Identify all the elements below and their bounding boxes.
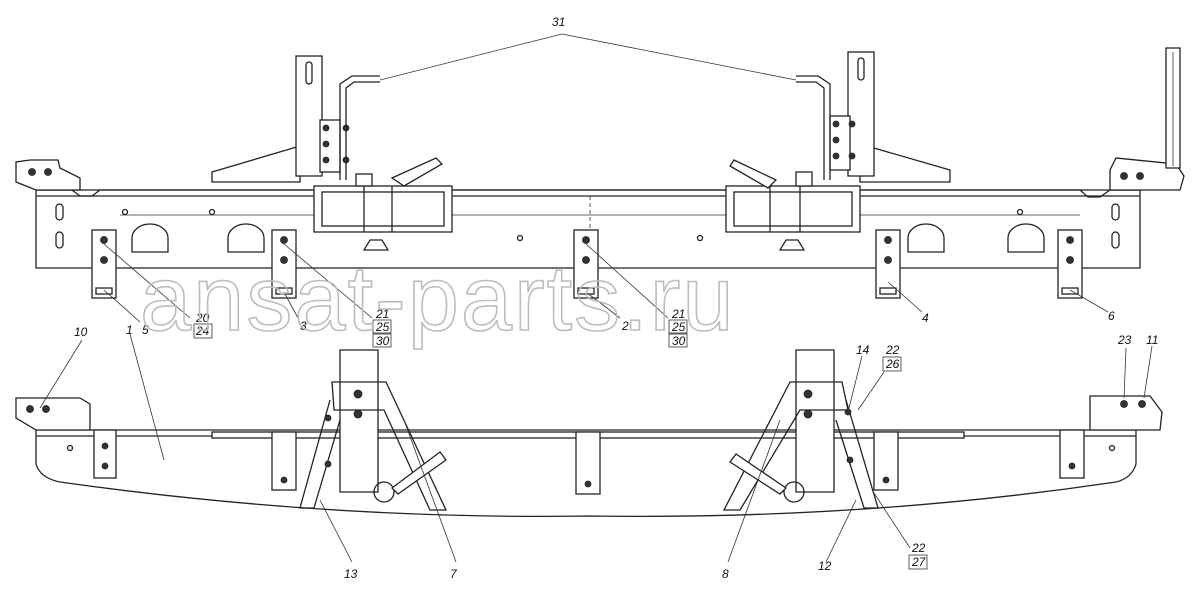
top-flange-rail [36, 189, 1140, 197]
callout-25b: 25 [671, 320, 686, 334]
beam-arch-cutouts [131, 223, 1045, 253]
bolt [44, 168, 52, 176]
callout-25a: 25 [375, 320, 390, 334]
left-column-assembly [299, 349, 448, 511]
callout-6: 6 [1108, 309, 1115, 323]
bottom-small-brackets [93, 429, 1085, 495]
bolt [28, 168, 36, 176]
top-assembly [15, 47, 1185, 299]
box-30a [372, 333, 392, 348]
bolt [1120, 172, 1128, 180]
callout-21a: 21 [375, 307, 389, 321]
callout-30a: 30 [376, 334, 390, 348]
bolt [1138, 400, 1146, 408]
callout-8: 8 [722, 567, 729, 581]
callout-11: 11 [1146, 333, 1158, 347]
callout-21b: 21 [671, 307, 685, 321]
callout-12: 12 [818, 559, 832, 573]
bolt [26, 405, 34, 413]
callout-1: 1 [126, 323, 133, 337]
right-column-assembly [722, 349, 879, 511]
callout-24: 24 [195, 324, 210, 338]
callout-10: 10 [74, 325, 88, 339]
callout-30b: 30 [672, 334, 686, 348]
callout-31: 31 [552, 15, 565, 29]
bolt [1136, 172, 1144, 180]
box-26 [882, 356, 902, 372]
callout-23: 23 [1117, 333, 1132, 347]
bottom-leader-lines [39, 333, 1153, 563]
callout-22a: 22 [885, 343, 900, 357]
top-callouts: 31 1 5 20 24 3 21 25 30 2 21 25 30 4 6 [126, 15, 1115, 348]
bottom-callouts: 10 14 22 26 23 11 13 7 8 12 22 27 [74, 325, 1158, 581]
hole [1108, 444, 1116, 452]
left-upright-assembly [211, 55, 453, 251]
left-end-block [15, 397, 91, 431]
bolt [1120, 400, 1128, 408]
hanging-brackets [91, 229, 1083, 299]
callout-4: 4 [922, 311, 929, 325]
callout-5: 5 [142, 323, 149, 337]
box-24 [193, 323, 213, 339]
callout-3: 3 [300, 319, 307, 333]
callout-26: 26 [885, 357, 900, 371]
callout-7: 7 [450, 567, 458, 581]
callout-13: 13 [344, 567, 358, 581]
callout-27: 27 [911, 555, 927, 569]
bottom-assembly [15, 349, 1163, 518]
box-30b [668, 333, 688, 348]
hole [66, 444, 74, 452]
box-27 [908, 554, 928, 570]
top-leader-lines [103, 33, 1109, 323]
callout-22b: 22 [911, 541, 926, 555]
callout-20: 20 [195, 311, 210, 325]
box-25a [372, 319, 392, 334]
bolt [42, 405, 50, 413]
watermark-text: ansat-parts.ru [140, 248, 736, 350]
callout-2: 2 [621, 319, 629, 333]
box-25b [668, 319, 688, 334]
right-upright-assembly [725, 51, 951, 251]
beam-slots [55, 203, 1120, 249]
callout-14: 14 [856, 343, 870, 357]
